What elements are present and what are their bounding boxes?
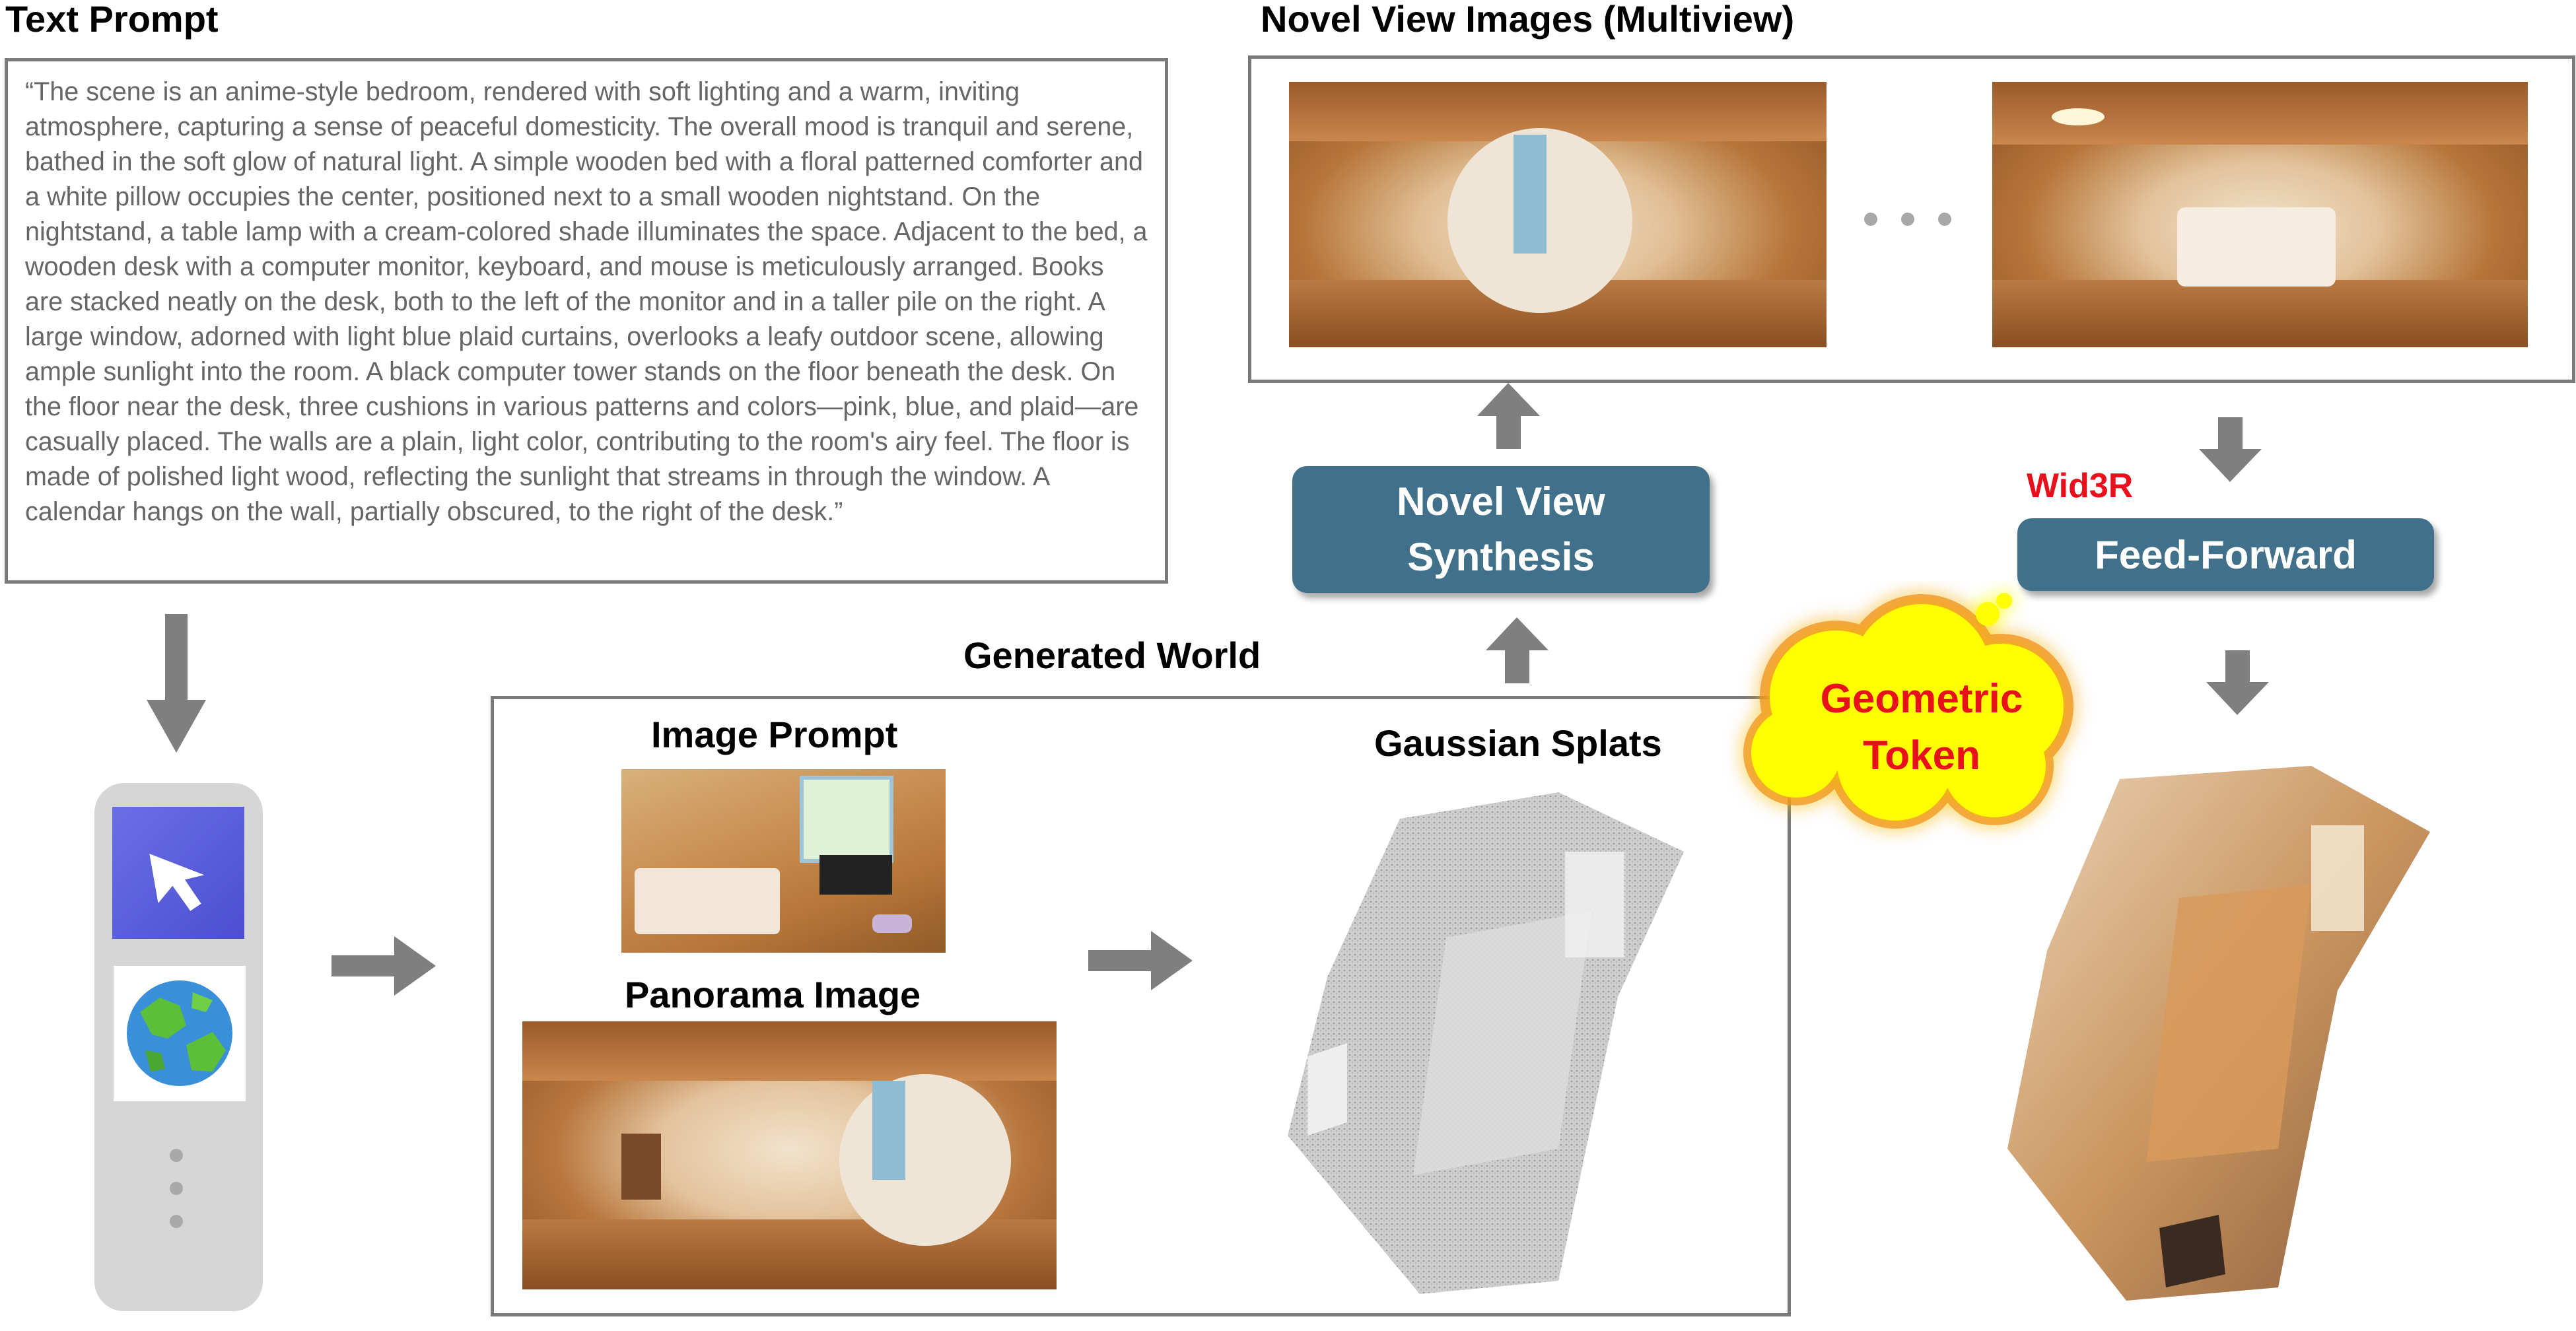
arrow-up-2 — [1477, 383, 1540, 449]
novel-view-synthesis-button[interactable]: Novel View Synthesis — [1292, 466, 1710, 593]
generated-world-heading: Generated World — [963, 634, 1261, 677]
arrow-right-2 — [1088, 931, 1194, 990]
novel-view-photo-1 — [1289, 82, 1827, 347]
gaussian-splats-render — [1248, 779, 1757, 1307]
wid3r-label: Wid3R — [2027, 466, 2133, 506]
globe-icon[interactable] — [114, 966, 246, 1101]
gaussian-splats-heading: Gaussian Splats — [1374, 722, 1662, 765]
feed-forward-button[interactable]: Feed-Forward — [2017, 518, 2434, 591]
text-prompt-heading: Text Prompt — [5, 0, 219, 40]
panorama-image-heading: Panorama Image — [625, 973, 921, 1016]
text-prompt-content: “The scene is an anime-style bedroom, re… — [25, 75, 1148, 529]
novel-view-images-heading: Novel View Images (Multiview) — [1261, 0, 1794, 40]
novel-view-photo-2 — [1992, 82, 2528, 347]
arrow-down-2 — [2199, 417, 2262, 483]
arrow-down-prompt — [147, 614, 206, 756]
panorama-photo — [522, 1021, 1057, 1289]
image-prompt-heading: Image Prompt — [651, 713, 897, 756]
more-models-dots — [170, 1149, 183, 1248]
more-views-dots — [1864, 213, 1975, 229]
point-cloud-render — [1968, 753, 2443, 1327]
arrow-up-1 — [1486, 617, 1549, 683]
novel-view-synthesis-label: Novel View Synthesis — [1392, 474, 1610, 585]
app-logo-icon[interactable] — [112, 807, 244, 939]
arrow-down-3 — [2206, 650, 2269, 716]
image-prompt-photo — [621, 769, 946, 953]
arrow-right-1 — [331, 936, 437, 996]
feed-forward-label: Feed-Forward — [2095, 532, 2357, 578]
